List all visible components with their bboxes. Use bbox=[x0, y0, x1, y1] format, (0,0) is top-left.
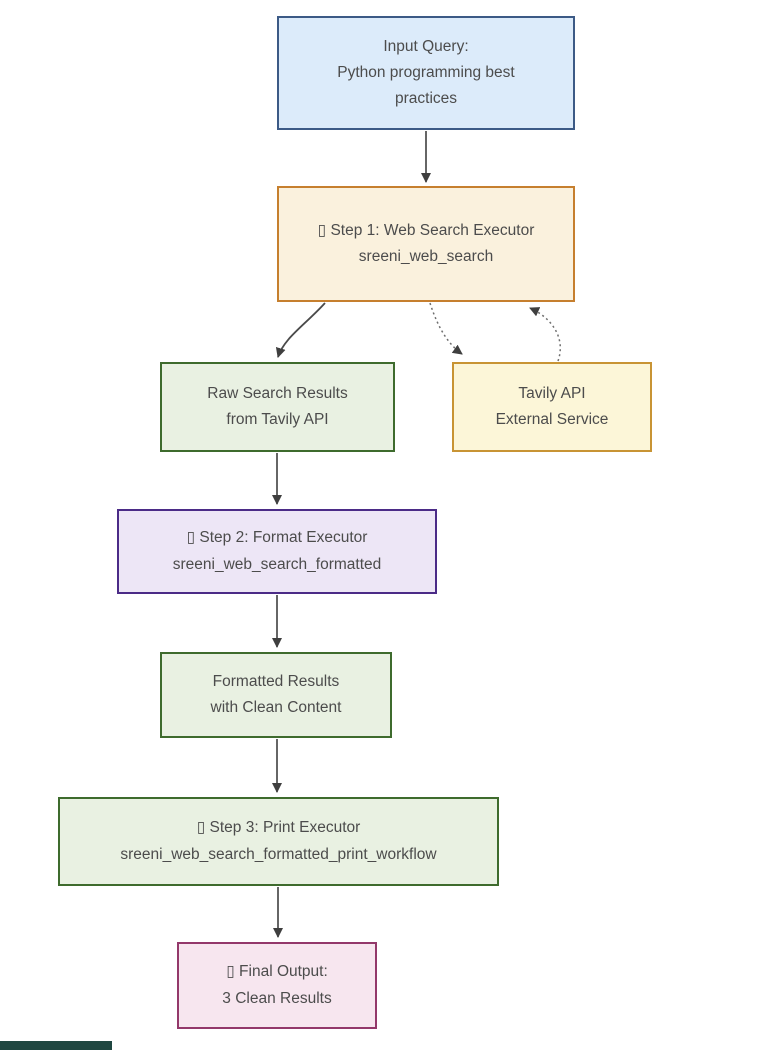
node-label: ▯ Step 1: Web Search Executor bbox=[317, 221, 535, 239]
node-label: Raw Search Results bbox=[207, 384, 348, 402]
node-label: ▯ Step 2: Format Executor bbox=[186, 529, 368, 547]
node-label: 3 Clean Results bbox=[222, 989, 332, 1007]
node-final-output: ▯ Final Output: 3 Clean Results bbox=[177, 942, 377, 1029]
node-sublabel: sreeni_web_search bbox=[358, 248, 494, 265]
node-label: Tavily API bbox=[518, 384, 586, 402]
node-label: Input Query: bbox=[383, 37, 469, 55]
node-label: External Service bbox=[495, 411, 609, 428]
node-label: from Tavily API bbox=[226, 411, 329, 428]
node-label: Formatted Results bbox=[212, 672, 340, 690]
node-sublabel: sreeni_web_search_formatted_print_workfl… bbox=[120, 845, 437, 863]
node-label: Python programming best practices bbox=[337, 63, 515, 108]
edge-step1-to-raw bbox=[275, 302, 326, 358]
node-sublabel: sreeni_web_search_formatted bbox=[172, 555, 382, 573]
node-step1-web-search-executor: ▯ Step 1: Web Search Executor sreeni_web… bbox=[277, 186, 575, 302]
node-label: ▯ Step 3: Print Executor bbox=[196, 819, 361, 837]
node-step3-print-executor: ▯ Step 3: Print Executor sreeni_web_sear… bbox=[58, 797, 499, 886]
node-raw-search-results: Raw Search Results from Tavily API bbox=[160, 362, 395, 452]
node-label: ▯ Final Output: bbox=[226, 963, 328, 981]
node-formatted-results: Formatted Results with Clean Content bbox=[160, 652, 392, 738]
edge-step1-to-tavily-dotted bbox=[429, 302, 463, 355]
node-step2-format-executor: ▯ Step 2: Format Executor sreeni_web_sea… bbox=[117, 509, 437, 594]
node-tavily-api-external-service: Tavily API External Service bbox=[452, 362, 652, 452]
background-window-strip bbox=[0, 1041, 112, 1050]
node-label: with Clean Content bbox=[210, 699, 342, 716]
edge-tavily-to-step1-dotted bbox=[529, 307, 561, 362]
node-input-query: Input Query: Python programming best pra… bbox=[277, 16, 575, 130]
